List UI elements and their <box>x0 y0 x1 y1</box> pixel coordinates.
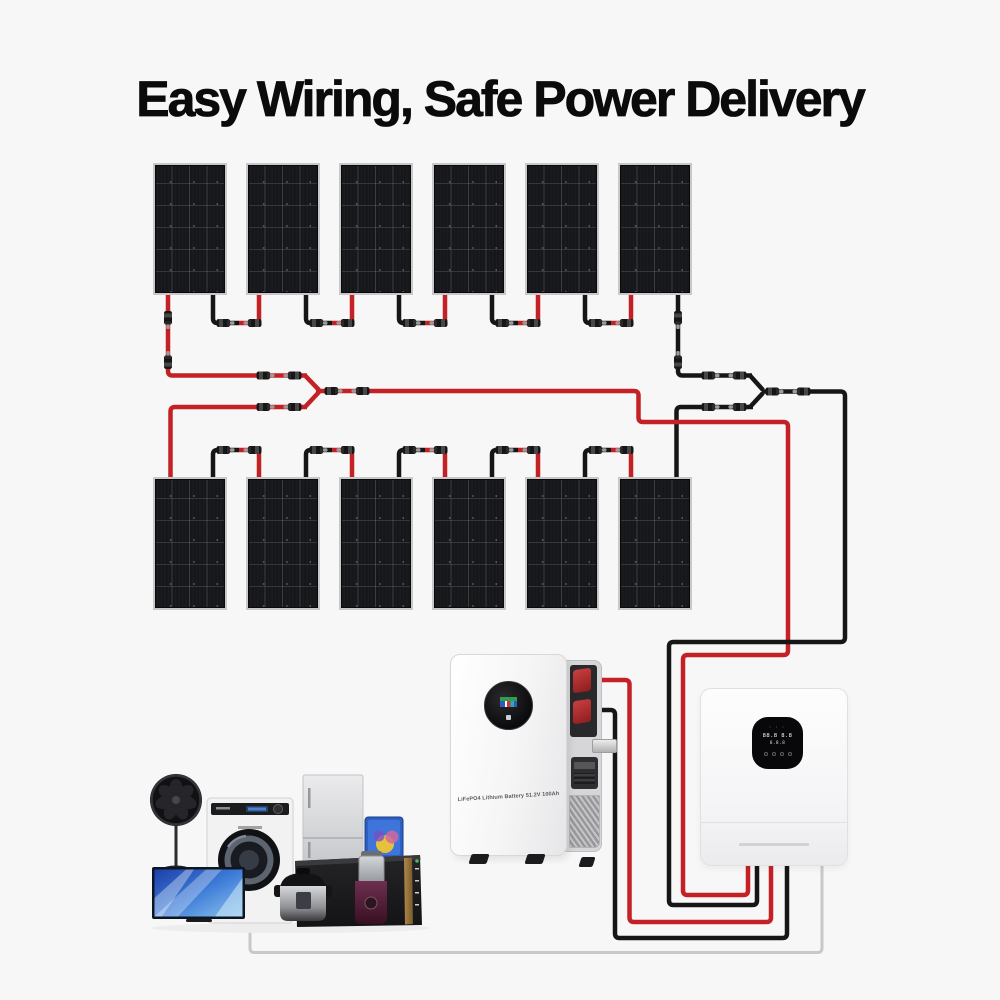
inverter-body <box>700 688 848 866</box>
refrigerator <box>302 774 364 871</box>
inverter-seam <box>701 822 847 823</box>
battery-foot <box>468 854 490 864</box>
battery-logo-dot <box>506 715 511 720</box>
inverter-buttons <box>752 752 803 756</box>
tablet <box>364 816 404 859</box>
battery-logo-label <box>500 697 517 707</box>
inverter-display-line2: 8.8.8 <box>769 741 786 746</box>
solar-panel <box>339 163 413 295</box>
inverter-display-line1: 88.8 8.8 <box>762 733 793 739</box>
solar-panel <box>618 477 692 610</box>
battery-terminal-cover-negative <box>573 698 591 725</box>
solar-panel <box>432 163 506 295</box>
solar-panel <box>246 477 320 610</box>
battery-terminal-cover-positive <box>573 667 591 694</box>
inverter-display <box>752 717 803 769</box>
battery-bracket <box>592 739 617 753</box>
solar-panel <box>618 163 692 295</box>
battery-breaker <box>571 757 598 789</box>
battery-foot <box>524 854 546 864</box>
solar-panel <box>153 477 227 610</box>
blender <box>355 851 387 924</box>
battery-vent <box>569 795 600 848</box>
tv <box>152 867 245 922</box>
page-title: Easy Wiring, Safe Power Delivery <box>136 71 866 128</box>
solar-panel <box>432 477 506 610</box>
solar-panel <box>339 477 413 610</box>
solar-panel <box>153 163 227 295</box>
ac-output-cable <box>248 862 824 954</box>
pv-negative-cable <box>674 404 753 478</box>
pedestal-fan <box>150 774 202 873</box>
inverter-display-dots: • • • <box>769 724 786 729</box>
solar-panel <box>246 163 320 295</box>
solar-panel <box>525 163 599 295</box>
rice-cooker <box>274 868 332 921</box>
inverter-label <box>739 843 809 846</box>
solar-panel <box>525 477 599 610</box>
